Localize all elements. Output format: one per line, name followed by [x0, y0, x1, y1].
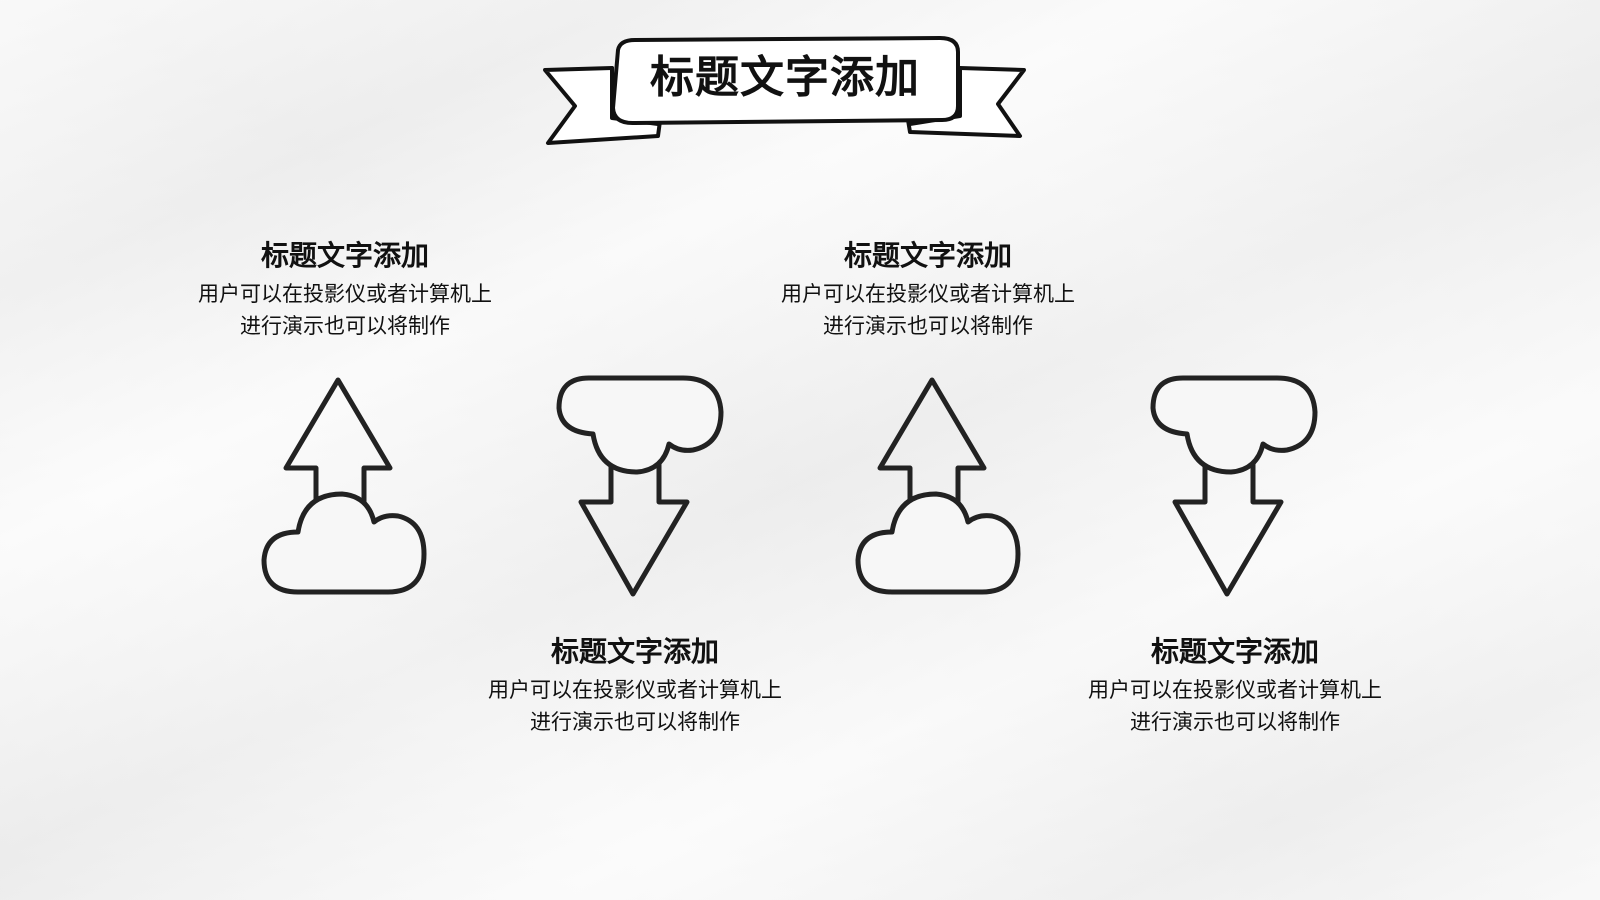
cloud-download-icon: [553, 372, 728, 602]
block-title: 标题文字添加: [550, 635, 719, 668]
block-desc-line1: 用户可以在投影仪或者计算机上: [1088, 678, 1382, 702]
block-desc-line2: 进行演示也可以将制作: [530, 710, 740, 734]
text-block-4: 标题文字添加 用户可以在投影仪或者计算机上 进行演示也可以将制作: [1055, 634, 1415, 738]
block-title: 标题文字添加: [1150, 635, 1319, 668]
text-block-1: 标题文字添加 用户可以在投影仪或者计算机上 进行演示也可以将制作: [165, 238, 525, 342]
block-title: 标题文字添加: [260, 239, 429, 272]
block-desc-line2: 进行演示也可以将制作: [240, 314, 450, 338]
ribbon-banner: [540, 28, 1030, 153]
cloud-download-icon: [1147, 372, 1322, 602]
block-desc-line1: 用户可以在投影仪或者计算机上: [198, 282, 492, 306]
page-title: 标题文字添加: [650, 52, 920, 103]
block-desc-line1: 用户可以在投影仪或者计算机上: [781, 282, 1075, 306]
block-desc-line2: 进行演示也可以将制作: [823, 314, 1033, 338]
block-title: 标题文字添加: [843, 239, 1012, 272]
cloud-upload-icon: [852, 372, 1027, 602]
cloud-upload-icon: [258, 372, 433, 602]
text-block-2: 标题文字添加 用户可以在投影仪或者计算机上 进行演示也可以将制作: [455, 634, 815, 738]
block-desc-line1: 用户可以在投影仪或者计算机上: [488, 678, 782, 702]
block-desc-line2: 进行演示也可以将制作: [1130, 710, 1340, 734]
text-block-3: 标题文字添加 用户可以在投影仪或者计算机上 进行演示也可以将制作: [748, 238, 1108, 342]
